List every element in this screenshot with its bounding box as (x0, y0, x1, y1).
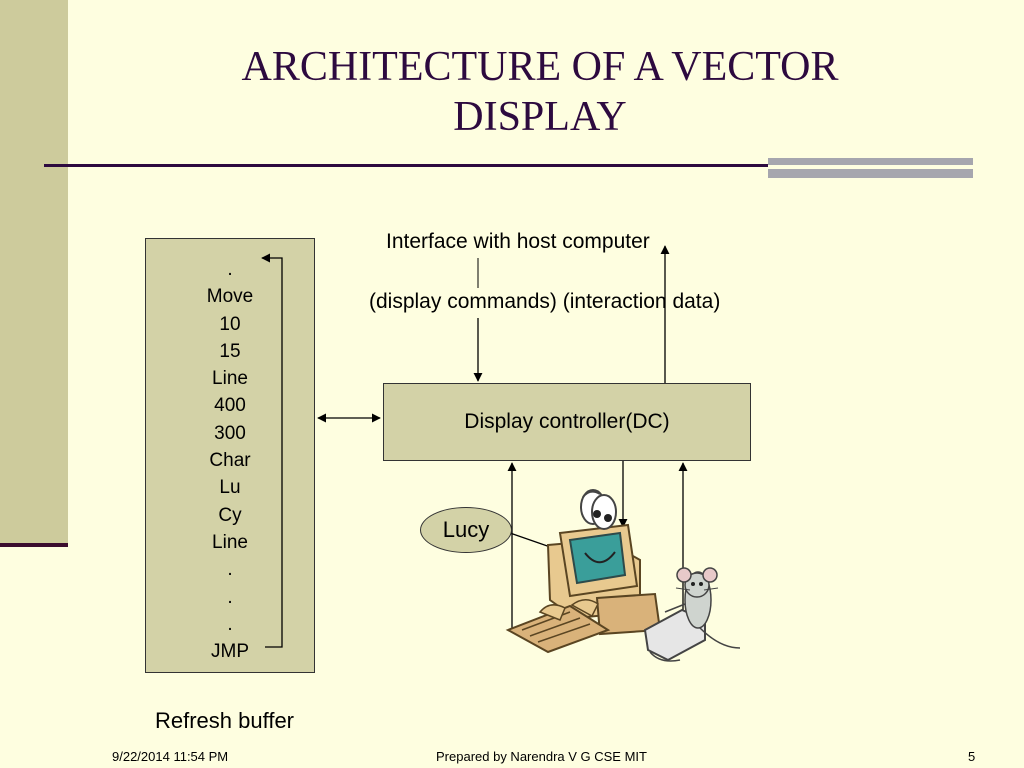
lucy-bubble: Lucy (420, 507, 512, 553)
buffer-item: 10 (219, 313, 241, 335)
buffer-item: 300 (214, 422, 246, 444)
slide-title-line1: ARCHITECTURE OF A VECTOR (241, 44, 839, 90)
cartoon-computer-user-icon (505, 489, 662, 654)
title-accent-bar-gap (768, 165, 973, 169)
slide-title-line2: DISPLAY (453, 94, 627, 140)
footer-page-number: 5 (968, 749, 976, 764)
host-commands-label: (display commands) (interaction data) (369, 290, 721, 313)
left-decor-strip (0, 0, 68, 545)
buffer-item: Move (206, 286, 254, 308)
buffer-item: Cy (218, 504, 242, 526)
refresh-buffer-caption: Refresh buffer (155, 708, 295, 733)
buffer-item: Char (209, 450, 251, 472)
slide-title: ARCHITECTURE OF A VECTOR DISPLAY (140, 42, 940, 142)
lucy-label: Lucy (442, 517, 490, 542)
host-interface-label: Interface with host computer (386, 230, 650, 253)
buffer-item: Line (212, 531, 248, 553)
left-decor-rule (0, 543, 68, 547)
buffer-item: Line (212, 368, 248, 390)
buffer-item: . (227, 259, 233, 280)
buffer-item: . (227, 559, 233, 581)
footer-date: 9/22/2014 11:54 PM (112, 749, 229, 764)
buffer-item: JMP (211, 641, 249, 663)
buffer-item: 400 (214, 395, 246, 417)
buffer-item: . (227, 613, 233, 635)
display-controller-box: Display controller(DC) (383, 383, 751, 461)
cartoon-mouse-icon (643, 567, 741, 662)
footer-author: Prepared by Narendra V G CSE MIT (436, 749, 647, 764)
buffer-item: Lu (219, 477, 241, 499)
refresh-buffer-list: . Move 10 15 Line 400 300 Char Lu Cy Lin… (170, 256, 290, 665)
display-controller-label: Display controller(DC) (464, 410, 670, 433)
buffer-item: 15 (219, 340, 241, 362)
refresh-buffer-box (145, 238, 315, 673)
buffer-item: . (227, 586, 233, 608)
title-underline (44, 164, 770, 167)
jmp-loop-connector (261, 253, 283, 648)
